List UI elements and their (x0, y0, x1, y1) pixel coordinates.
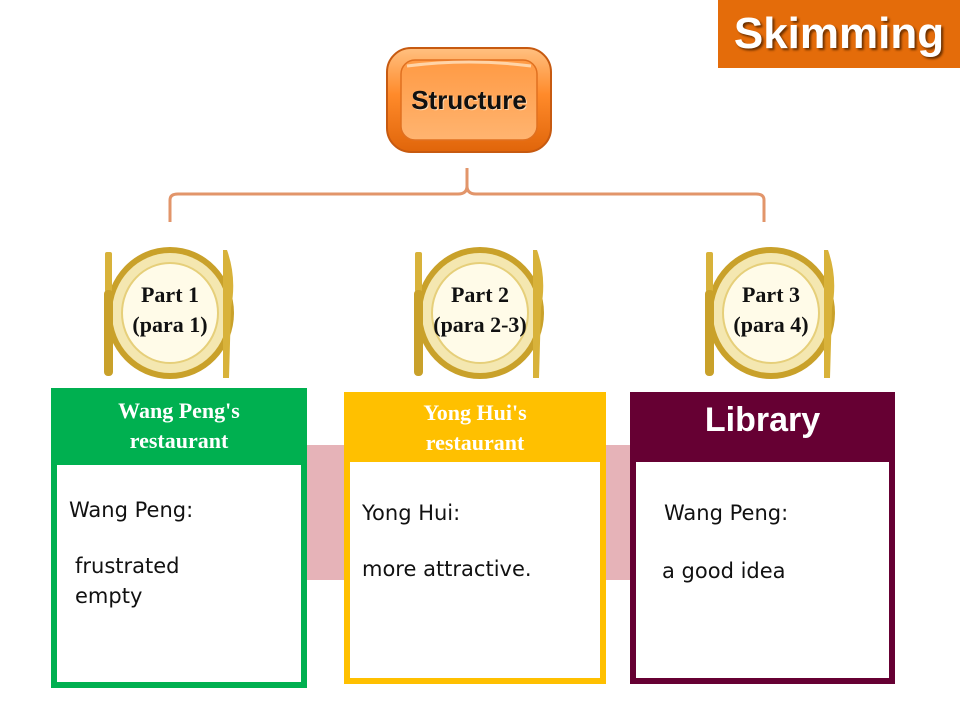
plate-with-cutlery-icon (104, 247, 234, 379)
plate-with-cutlery-icon (705, 247, 835, 379)
card-line: empty (75, 584, 143, 608)
part-label-1: Part 1(para 1) (132, 282, 208, 337)
part-label-3: Part 3(para 4) (733, 282, 809, 337)
speaker-label: Yong Hui: (362, 501, 461, 525)
card-line: frustrated (75, 554, 180, 578)
card-library: Library Wang Peng: a good idea (630, 392, 895, 684)
structure-label: Structure (411, 84, 527, 115)
part-label-2: Part 2(para 2-3) (433, 282, 527, 337)
orange-tray-icon (386, 47, 552, 153)
card-line: more attractive. (362, 557, 532, 581)
speaker-label: Wang Peng: (69, 498, 194, 522)
speaker-label: Wang Peng: (664, 501, 789, 525)
card-body: Wang Peng: frustrated empty (57, 465, 301, 682)
card-body: Yong Hui: more attractive. (350, 462, 600, 678)
card-title: Library (704, 401, 821, 439)
skimming-badge: Skimming (718, 0, 960, 68)
card-body: Wang Peng: a good idea (636, 462, 889, 678)
card-line: a good idea (662, 559, 786, 583)
plate-with-cutlery-icon (414, 247, 544, 379)
